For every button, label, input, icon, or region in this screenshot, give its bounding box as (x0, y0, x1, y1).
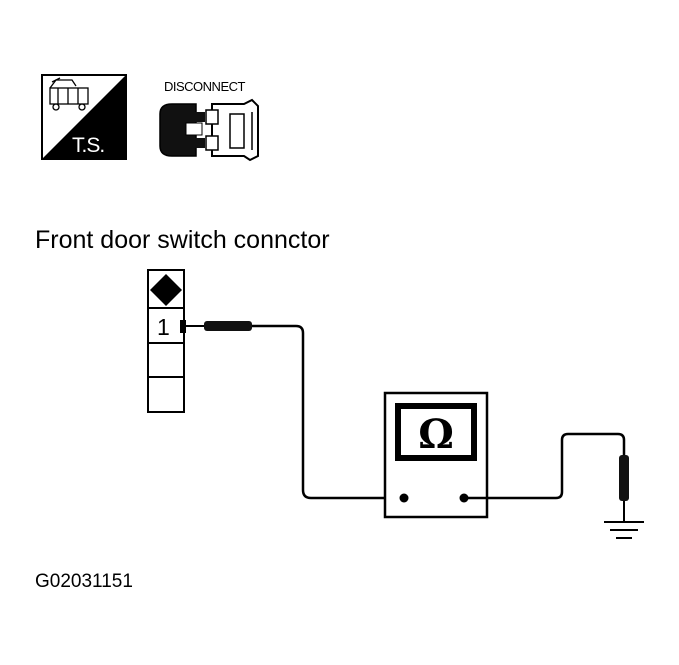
troubleshooting-icon: T.S. (41, 74, 127, 160)
connector-plug-right (211, 98, 259, 162)
ts-label: T.S. (72, 134, 104, 157)
pin-1-label: 1 (157, 314, 170, 340)
probe-tip (204, 321, 252, 331)
disconnect-icon: DISCONNECT (159, 79, 259, 162)
harness-side-diamond-icon (150, 274, 182, 306)
ground-probe (619, 455, 629, 501)
disconnect-label: DISCONNECT (164, 79, 246, 94)
negative-test-lead (468, 432, 629, 522)
ohm-symbol: Ω (418, 411, 454, 458)
ohmmeter: Ω (383, 391, 489, 519)
figure-code: G02031151 (35, 571, 133, 592)
diagram-title: Front door switch connctor (35, 226, 330, 254)
ohmmeter-terminal-negative (459, 493, 469, 503)
ohmmeter-terminal-positive (399, 493, 409, 503)
ohmmeter-display (395, 403, 477, 461)
positive-test-lead (186, 321, 400, 500)
vehicle-sketch-icon (49, 77, 89, 111)
ground-symbol-icon (604, 521, 644, 539)
door-switch-connector: 1 (147, 269, 186, 413)
